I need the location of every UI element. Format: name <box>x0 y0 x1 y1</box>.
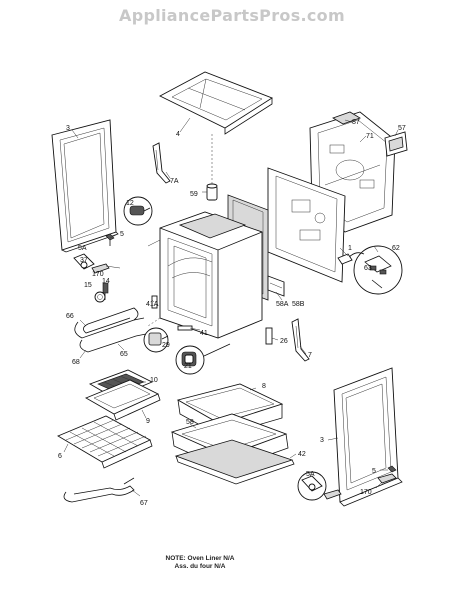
cavity-mount-part[interactable] <box>151 295 193 331</box>
label-170-right[interactable]: 170 <box>360 489 372 496</box>
label-58[interactable]: 58 <box>186 419 194 426</box>
label-57[interactable]: 57 <box>398 125 406 132</box>
label-12[interactable]: 12 <box>126 200 134 207</box>
label-26[interactable]: 26 <box>280 338 288 345</box>
label-14[interactable]: 14 <box>102 278 110 285</box>
label-3-left[interactable]: 3 <box>66 125 70 132</box>
label-15[interactable]: 15 <box>84 282 92 289</box>
label-170-left[interactable]: 170 <box>92 271 104 278</box>
label-65[interactable]: 65 <box>120 351 128 358</box>
top-panel-part[interactable] <box>159 71 273 135</box>
label-7[interactable]: 7 <box>308 352 312 359</box>
label-63[interactable]: 63 <box>364 265 372 272</box>
wire-bracket-part[interactable] <box>337 253 353 265</box>
label-10[interactable]: 10 <box>150 377 158 384</box>
label-4[interactable]: 4 <box>176 131 180 138</box>
label-87[interactable]: 87 <box>352 119 360 126</box>
label-5a-left[interactable]: 5A <box>78 245 87 252</box>
label-6[interactable]: 6 <box>58 453 62 460</box>
hinge-bracket-right-callout[interactable] <box>297 471 342 501</box>
bake-element-part[interactable] <box>63 477 135 503</box>
part-labels: 3 4 7A 59 87 71 57 12 5 5A 37 170 14 15 … <box>58 119 406 507</box>
note-line-french: Ass. du four N/A <box>174 563 226 570</box>
label-5-left[interactable]: 5 <box>120 231 124 238</box>
side-trim-part[interactable] <box>267 275 285 297</box>
switch-21-callout[interactable] <box>175 343 231 375</box>
label-9[interactable]: 9 <box>146 418 150 425</box>
label-41a[interactable]: 41A <box>146 301 159 308</box>
door-right-part[interactable] <box>333 367 403 507</box>
label-68[interactable]: 68 <box>72 359 80 366</box>
label-1[interactable]: 1 <box>348 245 352 252</box>
label-37[interactable]: 37 <box>80 257 88 264</box>
label-5-right[interactable]: 5 <box>372 468 376 475</box>
hinge-170-right-part[interactable] <box>377 473 397 484</box>
label-42[interactable]: 42 <box>298 451 306 458</box>
vent-fitting-part[interactable] <box>206 134 218 201</box>
label-7a[interactable]: 7A <box>170 178 179 185</box>
oven-liner-note: NOTE: Oven Liner N/A Ass. du four N/A <box>130 555 270 571</box>
sensor-29-callout[interactable] <box>143 327 169 353</box>
screw-5-left-part[interactable] <box>105 233 115 246</box>
screw-5-right-part[interactable] <box>387 465 397 473</box>
door-left-part[interactable] <box>51 119 119 253</box>
label-58a[interactable]: 58A <box>276 301 289 308</box>
label-66[interactable]: 66 <box>66 313 74 320</box>
note-line-english: NOTE: Oven Liner N/A <box>165 555 235 562</box>
element-12-callout[interactable] <box>123 196 153 226</box>
leader-lines <box>63 117 399 497</box>
label-3-right[interactable]: 3 <box>320 437 324 444</box>
terminal-block-callout[interactable] <box>347 245 403 295</box>
hinge-upper-part[interactable] <box>152 142 171 184</box>
oven-rack-part[interactable] <box>56 415 153 469</box>
label-58b[interactable]: 58B <box>292 301 305 308</box>
watermark: AppliancePartsPros.com <box>119 6 345 25</box>
label-29[interactable]: 29 <box>162 342 170 349</box>
broiler-tray-part[interactable] <box>84 379 161 421</box>
label-67[interactable]: 67 <box>140 500 148 507</box>
lamp-15-part[interactable] <box>94 291 106 303</box>
label-21[interactable]: 21 <box>184 363 192 370</box>
label-59[interactable]: 59 <box>190 191 198 198</box>
label-62[interactable]: 62 <box>392 245 400 252</box>
oven-cavity-part[interactable] <box>147 211 263 339</box>
drawer-front-part[interactable] <box>174 439 295 485</box>
label-8[interactable]: 8 <box>262 383 266 390</box>
hinge-bracket-left-part[interactable] <box>73 253 110 274</box>
label-41[interactable]: 41 <box>200 330 208 337</box>
label-5a-right[interactable]: 5A <box>306 471 315 478</box>
hinge-lower-part[interactable] <box>291 318 310 362</box>
label-71[interactable]: 71 <box>366 133 374 140</box>
bracket-26-part[interactable] <box>265 327 273 345</box>
broil-element-part[interactable] <box>74 307 147 353</box>
label-plate-part[interactable] <box>384 131 408 157</box>
bracket-87-part[interactable] <box>332 111 361 125</box>
